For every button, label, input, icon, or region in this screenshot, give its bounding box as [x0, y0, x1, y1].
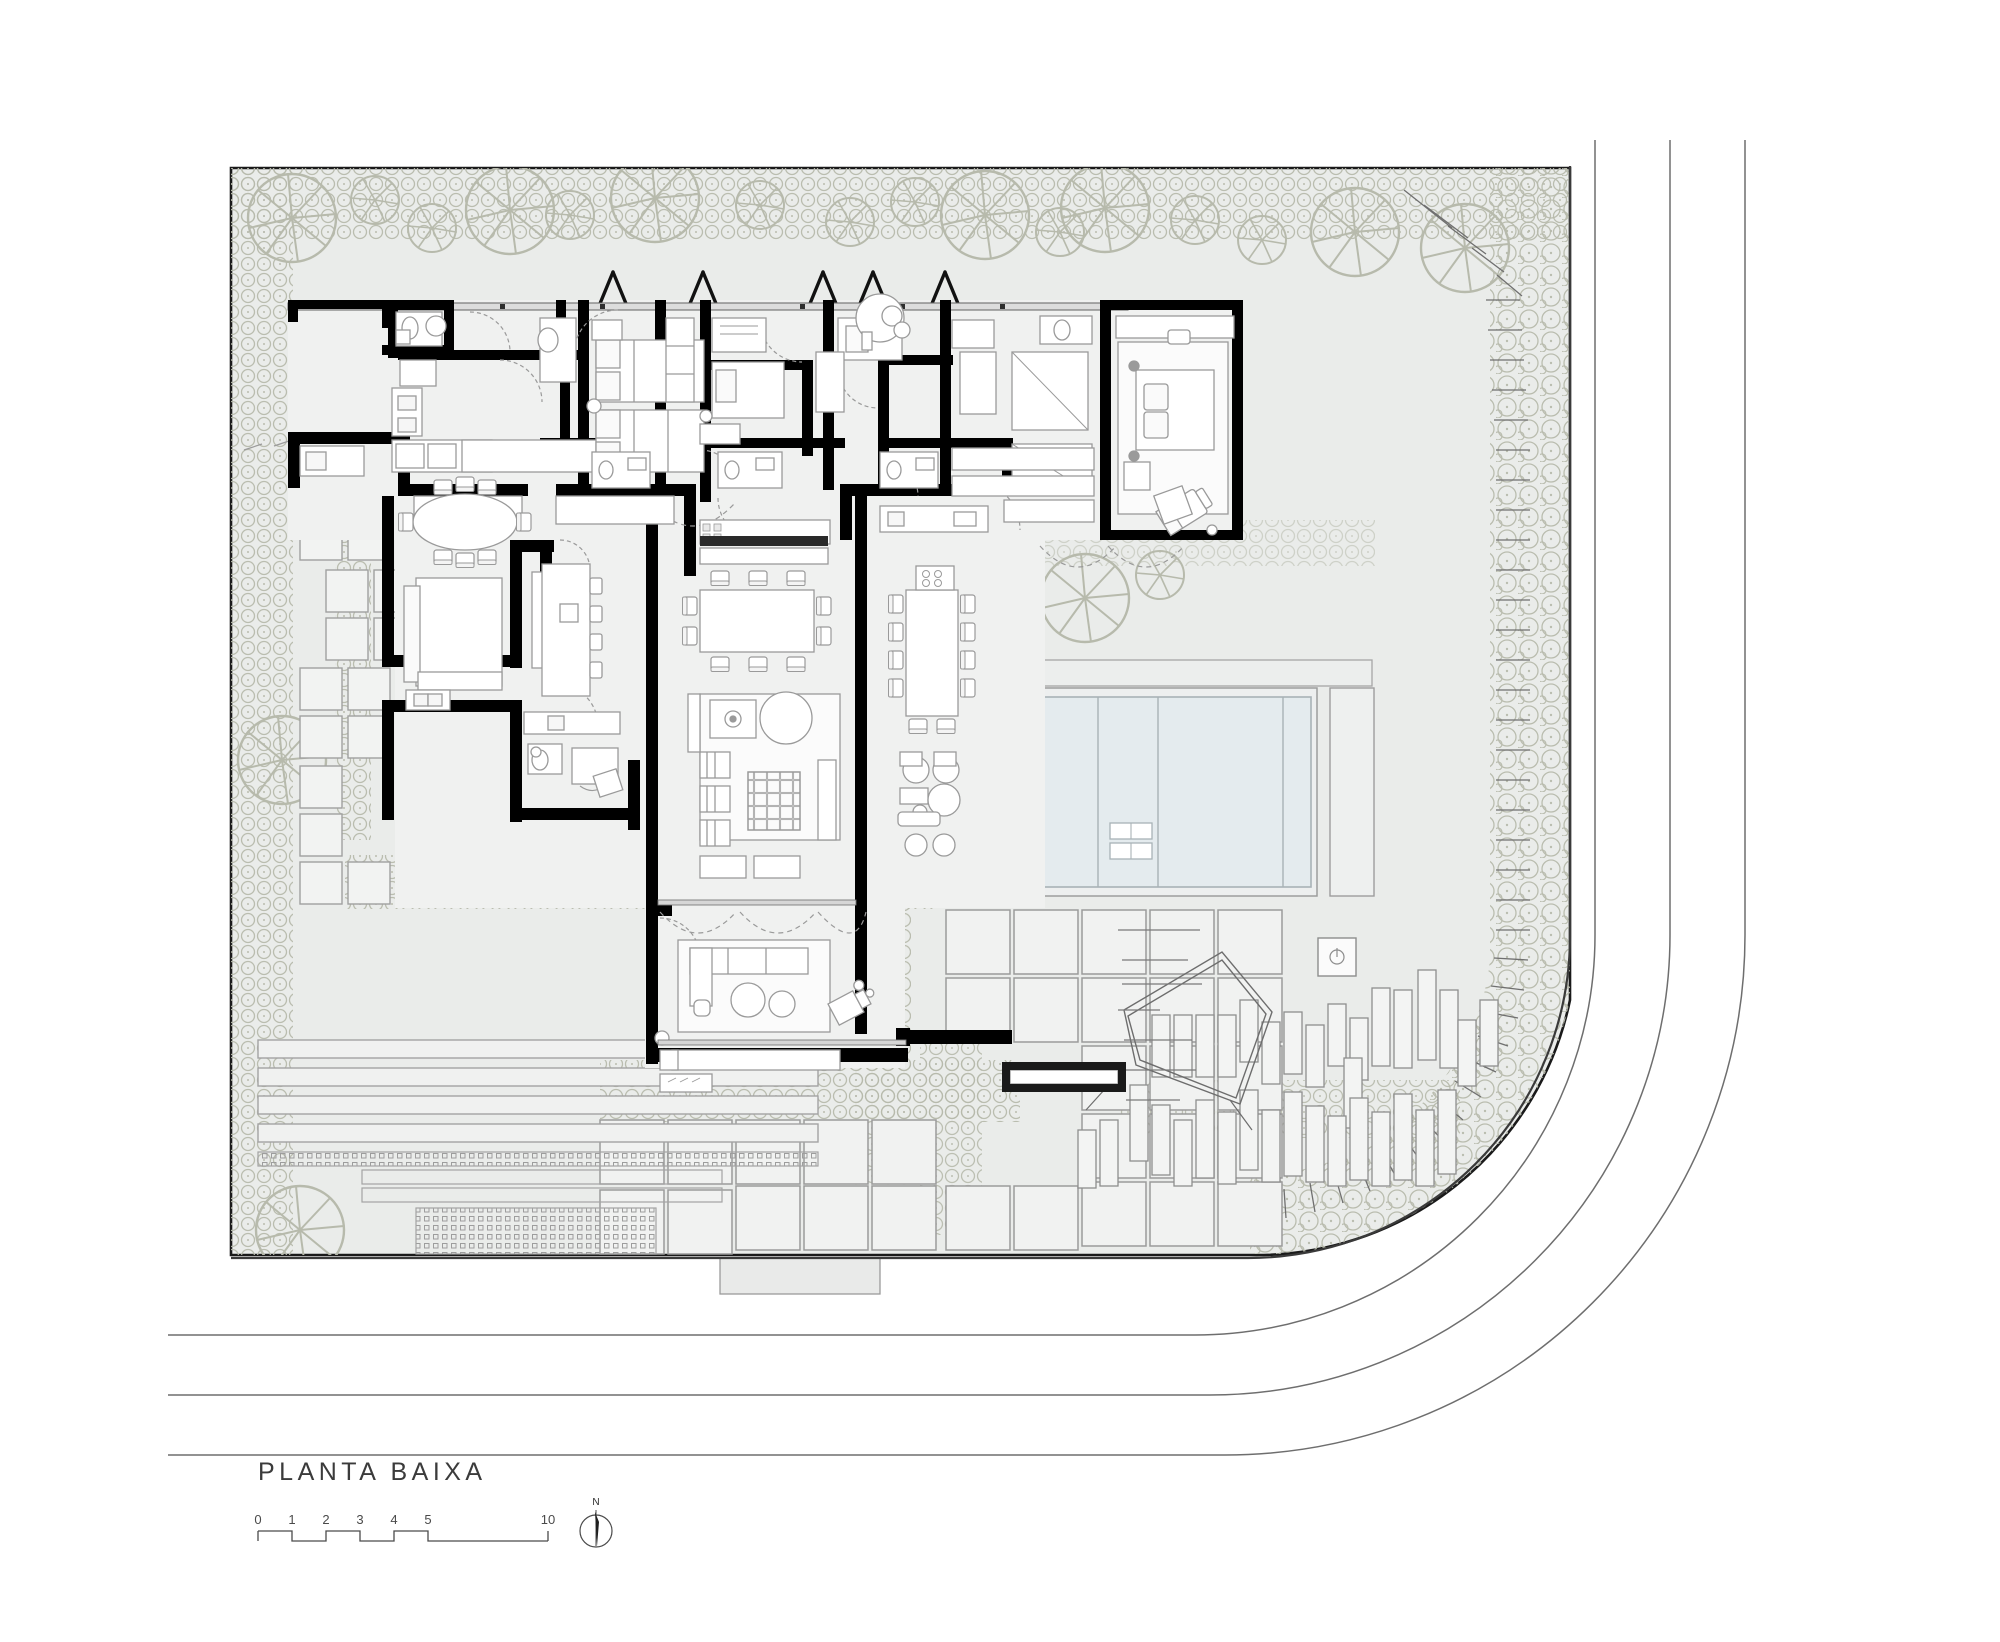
scale-tick-10: 10	[541, 1512, 555, 1527]
master-dressing	[951, 447, 1095, 523]
north-label: N	[592, 1497, 599, 1508]
page-title: PLANTA BAIXA	[258, 1458, 487, 1486]
timber-deck-slats	[1077, 969, 1499, 1189]
east-lounge-seating	[897, 751, 961, 857]
street-layer	[168, 140, 1746, 1456]
entry-furniture	[699, 505, 989, 565]
kitchen-counters	[391, 359, 613, 473]
swimming-pool	[1022, 696, 1312, 888]
scale-tick-5: 5	[424, 1512, 431, 1527]
north-arrow-icon: N	[579, 1497, 613, 1548]
angled-terrace	[1085, 929, 1273, 1131]
pool-coping-north	[1016, 659, 1373, 687]
breakfast-oval-table	[397, 476, 532, 569]
service-counter	[299, 445, 365, 477]
scale-tick-4: 4	[390, 1512, 397, 1527]
bedroom-1-desk	[537, 317, 577, 383]
dining-table-long-east	[887, 565, 976, 735]
living-room-furniture	[687, 691, 841, 879]
service-laundry	[523, 711, 624, 798]
kitchen-island-west	[541, 563, 603, 697]
utility-marker	[659, 1073, 713, 1093]
dining-table-10	[681, 570, 832, 673]
curb-edge	[231, 166, 1572, 1260]
scale-tick-2: 2	[322, 1512, 329, 1527]
south-glazing	[657, 899, 907, 1046]
driveway-entry-apron	[719, 1257, 881, 1295]
shrub-band-east	[1250, 168, 1570, 1256]
garden-path-stones	[243, 435, 353, 451]
outdoor-lounge-chair	[1152, 484, 1218, 537]
west-living-furniture	[403, 571, 555, 711]
pool-equipment-box	[1317, 937, 1357, 977]
pool-complex	[1016, 659, 1375, 897]
scale-tick-3: 3	[356, 1512, 363, 1527]
shrub-band-north	[231, 168, 1570, 240]
furniture-layer	[299, 293, 1235, 1093]
scale-tick-0: 0	[254, 1512, 261, 1527]
bedroom-3	[815, 293, 911, 413]
gravel-band-1	[257, 1151, 819, 1167]
ensuite-bathrooms	[591, 451, 939, 489]
pool-steps	[1109, 822, 1153, 860]
gravel-bed-south	[415, 1207, 657, 1255]
armchairs	[699, 751, 731, 847]
title-block: PLANTA BAIXA 0 1 2 3 4 5 10 N	[254, 1458, 613, 1548]
scale-tick-1: 1	[288, 1512, 295, 1527]
building	[287, 270, 1243, 1093]
scale-bar: 0 1 2 3 4 5 10	[254, 1512, 555, 1542]
home-theater-furniture	[654, 939, 875, 1071]
paving-band-5	[361, 1169, 723, 1185]
paving-band-6	[361, 1187, 723, 1203]
pool-edge-strip	[1329, 687, 1375, 897]
outdoor-bench-south	[1002, 1062, 1126, 1092]
bedroom-2	[665, 317, 785, 445]
powder-room-fixtures	[395, 311, 447, 347]
shrub-band-west	[231, 168, 293, 1255]
master-suite	[1115, 315, 1235, 515]
